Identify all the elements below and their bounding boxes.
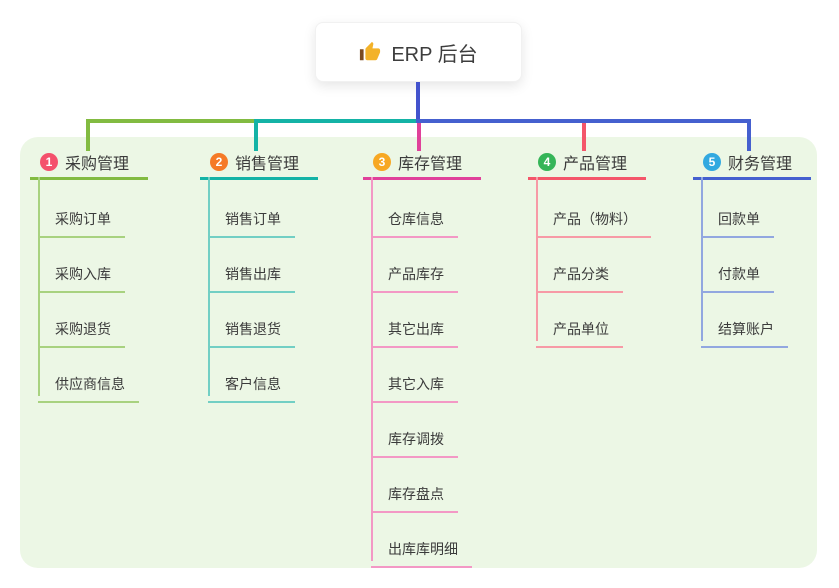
connector-line: [747, 123, 751, 151]
branch-child-connector: [208, 177, 210, 396]
connector-line: [416, 119, 751, 123]
child-node-purchase-2[interactable]: 采购入库: [38, 252, 125, 293]
child-node-inventory-6[interactable]: 库存盘点: [371, 472, 458, 513]
branch-badge: 2: [210, 153, 228, 171]
branch-node-sales[interactable]: 2 销售管理: [200, 147, 318, 180]
root-connector-line: [416, 82, 420, 121]
branch-child-connector: [371, 177, 373, 561]
branch-child-connector: [38, 177, 40, 396]
child-node-purchase-1[interactable]: 采购订单: [38, 197, 125, 238]
connector-line: [582, 123, 586, 151]
child-node-product-3[interactable]: 产品单位: [536, 307, 623, 348]
child-node-sales-4[interactable]: 客户信息: [208, 362, 295, 403]
branch-node-purchase[interactable]: 1 采购管理: [30, 147, 148, 180]
child-node-product-1[interactable]: 产品（物料）: [536, 197, 651, 238]
connector-line: [86, 123, 90, 151]
branch-child-connector: [536, 177, 538, 341]
branch-badge: 3: [373, 153, 391, 171]
child-node-finance-3[interactable]: 结算账户: [701, 307, 788, 348]
branch-badge: 5: [703, 153, 721, 171]
child-node-purchase-3[interactable]: 采购退货: [38, 307, 125, 348]
connector-line: [254, 123, 258, 151]
branch-node-inventory[interactable]: 3 库存管理: [363, 147, 481, 180]
child-node-sales-1[interactable]: 销售订单: [208, 197, 295, 238]
root-node[interactable]: ERP 后台: [315, 22, 522, 82]
child-node-inventory-2[interactable]: 产品库存: [371, 252, 458, 293]
branch-node-finance[interactable]: 5 财务管理: [693, 147, 811, 180]
branch-node-product[interactable]: 4 产品管理: [528, 147, 646, 180]
thumbs-up-icon: [359, 41, 381, 63]
branch-title: 产品管理: [563, 156, 628, 173]
child-node-inventory-4[interactable]: 其它入库: [371, 362, 458, 403]
child-node-finance-1[interactable]: 回款单: [701, 197, 774, 238]
branch-badge: 1: [40, 153, 58, 171]
branch-child-connector: [701, 177, 703, 341]
child-node-inventory-3[interactable]: 其它出库: [371, 307, 458, 348]
child-node-sales-2[interactable]: 销售出库: [208, 252, 295, 293]
connector-line: [254, 119, 420, 123]
connector-line: [86, 119, 420, 123]
child-node-inventory-1[interactable]: 仓库信息: [371, 197, 458, 238]
root-title: ERP 后台: [391, 43, 478, 66]
branch-title: 财务管理: [728, 156, 793, 173]
connector-line: [417, 123, 421, 151]
child-node-sales-3[interactable]: 销售退货: [208, 307, 295, 348]
branch-title: 库存管理: [398, 156, 463, 173]
child-node-finance-2[interactable]: 付款单: [701, 252, 774, 293]
branch-title: 采购管理: [65, 156, 130, 173]
branch-badge: 4: [538, 153, 556, 171]
child-node-purchase-4[interactable]: 供应商信息: [38, 362, 139, 403]
child-node-inventory-7[interactable]: 出库库明细: [371, 527, 472, 568]
branches-panel: [20, 137, 817, 568]
branch-title: 销售管理: [235, 156, 300, 173]
child-node-inventory-5[interactable]: 库存调拨: [371, 417, 458, 458]
child-node-product-2[interactable]: 产品分类: [536, 252, 623, 293]
